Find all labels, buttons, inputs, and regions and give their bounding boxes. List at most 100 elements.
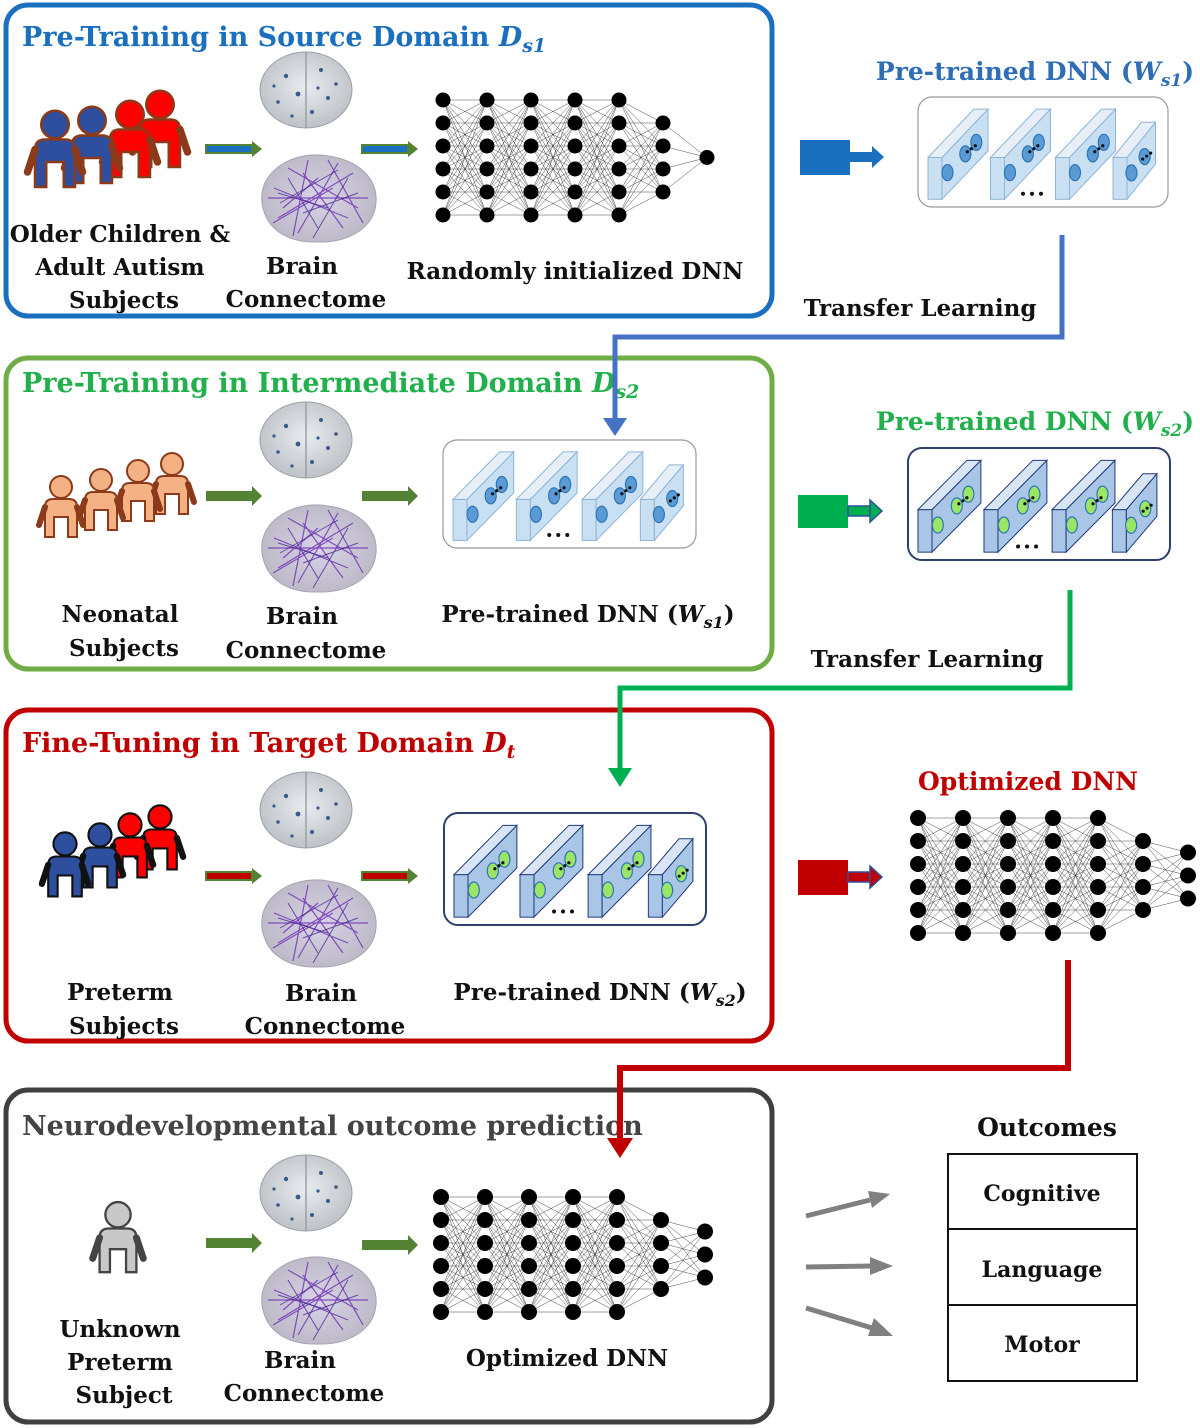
neuron (435, 207, 451, 223)
neuron (1000, 879, 1016, 895)
brain-connectome-image-2 (259, 401, 377, 593)
transfer-learning-label-2: Transfer Learning (811, 646, 1044, 673)
random-dnn-network (435, 92, 715, 223)
neuron (477, 1235, 493, 1251)
neuron (521, 1189, 537, 1205)
neuron (955, 925, 971, 941)
neuron (567, 184, 583, 200)
output-arrow-2 (798, 495, 884, 528)
neuron (955, 810, 971, 826)
optimized-dnn-title: Optimized DNN (918, 767, 1138, 796)
neuron (479, 92, 495, 108)
random-dnn-label: Randomly initialized DNN (407, 258, 744, 285)
neuron (479, 207, 495, 223)
brain-connectome-image-4 (259, 1154, 377, 1345)
neonatal-subjects-icon (39, 453, 194, 537)
neuron (433, 1304, 449, 1320)
neuron (565, 1189, 581, 1205)
neuron (697, 1223, 713, 1240)
source-subjects-icon (28, 91, 188, 187)
brain-connectome-image (259, 51, 377, 243)
neuron (567, 138, 583, 154)
neuron (435, 92, 451, 108)
neuron (1135, 856, 1151, 872)
target-domain-box (3, 707, 775, 1044)
pretrained-dnn-s1-in-stage2 (442, 439, 697, 549)
neuron (699, 150, 715, 165)
neuron (1045, 833, 1061, 849)
neuron (653, 1235, 669, 1251)
neuron (910, 856, 926, 872)
neuron (609, 1212, 625, 1228)
outcome-language: Language (982, 1257, 1103, 1283)
arrow-brain-to-optimized (362, 1240, 408, 1250)
prediction-title: Neurodevelopmental outcome prediction (22, 1111, 643, 1142)
neonatal-subjects-label: Neonatal Subjects (62, 601, 187, 662)
neuron (1180, 867, 1196, 884)
neuron (433, 1235, 449, 1251)
neuron (1135, 879, 1151, 895)
neuron (479, 184, 495, 200)
arrow-brain-to-pretrained-2 (361, 871, 409, 881)
pretrained-dnn-s1-title: Pre-trained DNN (Ws1) (876, 57, 1194, 91)
neuron (653, 1281, 669, 1297)
source-domain-title: Pre-Training in Source Domain Ds1 (22, 22, 546, 57)
neuron (1180, 890, 1196, 907)
arrow-brain-to-dnn (361, 144, 409, 154)
neuron (697, 1246, 713, 1263)
neuron (523, 138, 539, 154)
neuron (611, 161, 627, 177)
neuron (521, 1281, 537, 1297)
neuron (435, 184, 451, 200)
deploy-connector (617, 960, 1071, 1140)
output-arrow-3 (798, 860, 884, 895)
neuron (435, 115, 451, 131)
neuron (433, 1258, 449, 1274)
optimized-dnn-network (910, 810, 1196, 941)
neuron (477, 1304, 493, 1320)
neuron (955, 833, 971, 849)
brain-connectome-label: Brain Connectome (226, 253, 387, 313)
unknown-subject-icon (93, 1202, 144, 1272)
transfer-connector-1 (612, 235, 1065, 420)
outcomes-table (947, 1153, 1138, 1382)
neuron (565, 1258, 581, 1274)
neuron (611, 92, 627, 108)
neuron (655, 138, 671, 154)
neuron (567, 115, 583, 131)
neuron (435, 161, 451, 177)
output-arrow-1 (800, 140, 884, 175)
neuron (567, 207, 583, 223)
outcome-arrows (805, 1191, 893, 1336)
optimized-dnn-label: Optimized DNN (466, 1345, 668, 1372)
pretrained-dnn-s1-diagram (917, 96, 1169, 208)
intermediate-domain-box (3, 355, 775, 672)
neuron (609, 1189, 625, 1205)
neuron (567, 161, 583, 177)
neuron (523, 115, 539, 131)
neuron (955, 856, 971, 872)
neuron (910, 833, 926, 849)
outcome-cognitive: Cognitive (983, 1181, 1100, 1207)
transfer-connector-2 (617, 590, 1073, 770)
neuron (653, 1258, 669, 1274)
neuron (1045, 810, 1061, 826)
neuron (477, 1189, 493, 1205)
neuron (1135, 902, 1151, 918)
arrow-preterm-to-brain (205, 871, 253, 881)
arrow-neonatal-to-brain (206, 491, 252, 501)
neuron (521, 1212, 537, 1228)
neuron (1000, 810, 1016, 826)
stage2-model-label: Pre-trained DNN (Ws1) (441, 601, 734, 632)
neuron (523, 161, 539, 177)
neuron (697, 1269, 713, 1286)
neuron (567, 92, 583, 108)
target-domain-title: Fine-Tuning in Target Domain Dt (22, 728, 516, 763)
arrow-brain-to-pretrained-1 (362, 491, 408, 501)
neuron (565, 1235, 581, 1251)
neuron (910, 879, 926, 895)
neuron (1180, 844, 1196, 861)
neuron (1090, 833, 1106, 849)
neuron (523, 207, 539, 223)
neuron (477, 1258, 493, 1274)
